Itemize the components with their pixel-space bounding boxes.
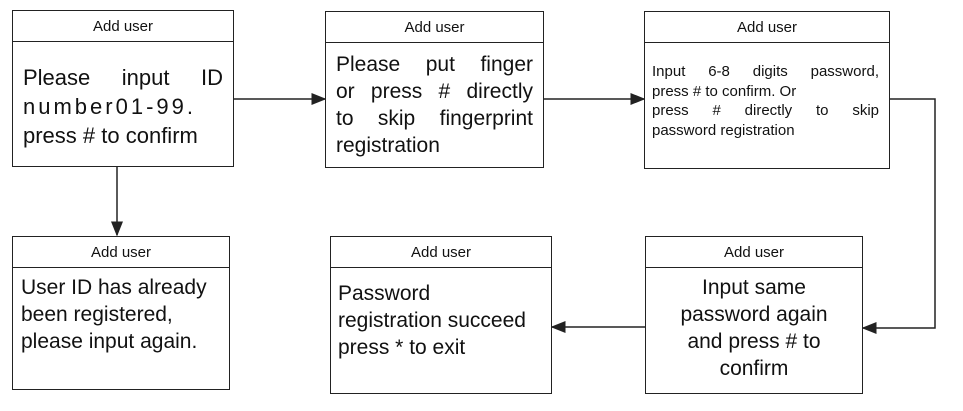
box-text-line: press # to confirm — [23, 123, 198, 149]
box-text-line: been registered, — [21, 302, 173, 326]
box-text-line: password again — [680, 302, 828, 326]
box-header: Add user — [645, 12, 889, 43]
box-text-line: password registration — [652, 121, 795, 139]
box-put-finger: Add user Please put finger or press # di… — [325, 11, 544, 168]
box-text-line: number01-99. — [23, 94, 196, 120]
box-header: Add user — [13, 11, 233, 42]
box-text-line: Input same — [702, 276, 806, 299]
box-text-line: Password — [338, 282, 431, 305]
box-text-line: or press # directly — [336, 79, 533, 103]
box-text-line: please input again. — [21, 329, 198, 353]
box-text-line: to skip fingerprint — [336, 106, 533, 130]
box-password-succeed: Add user Password registration succeed p… — [330, 236, 552, 394]
box-input-password: Add user Input 6-8 digits password, pres… — [644, 11, 890, 169]
box-text-line: confirm — [719, 356, 789, 380]
box-text-line: and press # to — [687, 329, 821, 353]
box-text-line: press * to exit — [338, 335, 466, 359]
box-text-line: User ID has already — [21, 276, 207, 299]
box-input-same-password: Add user Input same password again and p… — [645, 236, 863, 394]
box-text-line: Please put finger — [336, 53, 533, 76]
box-input-id: Add user Please input ID number01-99. pr… — [12, 10, 234, 167]
box-header: Add user — [13, 237, 229, 268]
box-text-line: Please input ID — [23, 65, 223, 90]
box-id-registered: Add user User ID has already been regist… — [12, 236, 230, 390]
box-text-line: registration succeed — [338, 308, 526, 332]
box-text-line: registration — [336, 133, 440, 157]
box-text-line: Input 6-8 digits password, — [652, 63, 879, 80]
arrow-b3-to-b6 — [861, 98, 936, 334]
box-header: Add user — [646, 237, 862, 268]
box-header: Add user — [331, 237, 551, 268]
box-header: Add user — [326, 12, 543, 43]
box-text-line: press # directly to skip — [652, 102, 879, 119]
box-text-line: press # to confirm. Or — [652, 82, 797, 100]
